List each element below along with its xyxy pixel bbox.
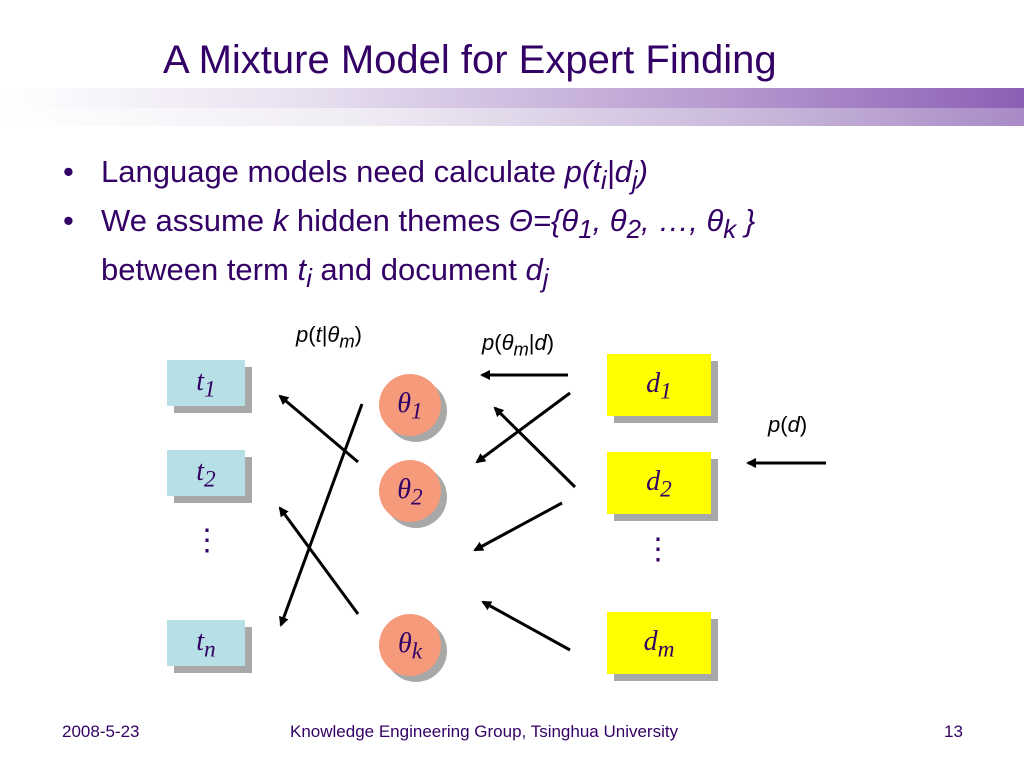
term-node-2: t2	[167, 450, 245, 496]
bullet-2-doc: dj	[525, 252, 549, 294]
term-ellipsis: ⋮	[192, 524, 222, 557]
edge-label-p-theta-d: p(θm|d)	[482, 330, 555, 360]
doc-label: d2	[646, 466, 672, 503]
doc-ellipsis: ⋮	[643, 533, 673, 566]
theme-label: θ1	[397, 388, 423, 425]
bullet-dot: •	[63, 154, 74, 189]
bullet-2-k: k	[272, 203, 289, 239]
bullet-2-text-b: hidden themes	[288, 203, 509, 239]
bullet-list: • Language models need calculate p(ti|dj…	[63, 152, 963, 300]
theme-label: θ2	[397, 474, 423, 511]
term-label: tn	[196, 626, 216, 663]
bullet-2-text-c: between term	[101, 252, 298, 288]
edge-label-p-t-theta: p(t|θm)	[296, 322, 362, 352]
doc-node-m: dm	[607, 612, 711, 674]
doc-node-1: d1	[607, 354, 711, 416]
doc-label: d1	[646, 368, 672, 405]
bullet-dot: •	[63, 203, 74, 239]
doc-node-2: d2	[607, 452, 711, 514]
header-bar-bottom	[0, 108, 1024, 126]
arrow-theta1-to-tn	[279, 403, 364, 627]
theme-node-k: θk	[379, 614, 441, 676]
term-label: t1	[196, 366, 216, 403]
arrow-thetak-to-t2	[278, 506, 360, 615]
theme-label: θk	[397, 628, 423, 665]
term-node-n: tn	[167, 620, 245, 666]
bullet-2-theta-set: Θ={θ1, θ2, …, θk }	[508, 203, 756, 245]
arrow-d1-to-theta2	[475, 391, 571, 464]
bullet-item: • Language models need calculate p(ti|dj…	[63, 152, 963, 201]
term-label: t2	[196, 456, 216, 493]
bullet-2-text-a: We assume	[101, 203, 273, 239]
arrow-d2-to-theta-dots	[473, 501, 563, 552]
header-bar-top	[0, 88, 1024, 108]
slide-title: A Mixture Model for Expert Finding	[163, 38, 777, 82]
edge-label-p-d: p(d)	[768, 412, 808, 437]
bullet-2-term: ti	[297, 252, 312, 294]
theme-node-1: θ1	[379, 374, 441, 436]
bullet-2-text-d: and document	[311, 252, 526, 288]
term-node-1: t1	[167, 360, 245, 406]
footer-date: 2008-5-23	[62, 722, 140, 741]
bullet-1-formula: p(ti|dj)	[564, 154, 648, 196]
theme-node-2: θ2	[379, 460, 441, 522]
doc-label: dm	[643, 626, 675, 663]
bullet-item: • We assume k hidden themes Θ={θ1, θ2, ……	[63, 201, 963, 299]
arrow-d2-to-theta1	[493, 406, 577, 489]
arrow-dm-to-thetak	[481, 600, 571, 652]
footer-group: Knowledge Engineering Group, Tsinghua Un…	[290, 722, 679, 741]
bullet-1-text: Language models need calculate	[101, 154, 565, 189]
arrow-theta1-to-t1	[278, 394, 359, 464]
footer-page-number: 13	[944, 722, 963, 741]
